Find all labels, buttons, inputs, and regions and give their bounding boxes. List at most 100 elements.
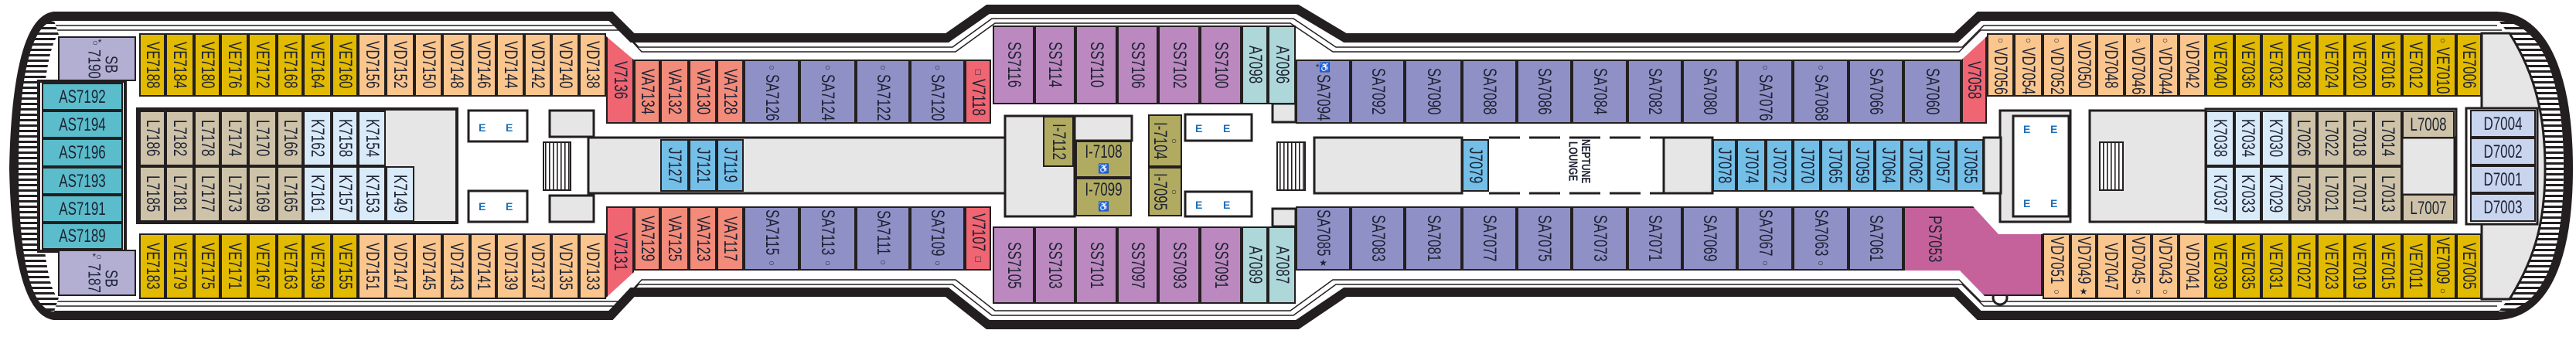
cabin-ve7011[interactable]: VE7011 (2402, 233, 2429, 299)
cabin-vd7141[interactable]: VD7141 (470, 233, 496, 299)
cabin-ve7171[interactable]: VE7171 (220, 233, 248, 299)
cabin-ve7183[interactable]: VE7183 (139, 233, 165, 299)
cabin-sa7088[interactable]: SA7088 (1462, 60, 1517, 124)
cabin-ve7040[interactable]: VE7040 (2206, 33, 2234, 97)
cabin-ss7103[interactable]: SS7103 (1034, 226, 1075, 304)
cabin-l7185[interactable]: L7185 (139, 166, 165, 222)
cabin-k7038[interactable]: K7038 (2206, 111, 2234, 166)
cabin-va7132[interactable]: VA7132 (660, 60, 689, 124)
cabin-j7055[interactable]: J7055 (1956, 139, 1984, 192)
cabin-va7125[interactable]: VA7125 (660, 206, 689, 271)
cabin-sa7061[interactable]: SA7061 (1849, 206, 1903, 271)
cabin-l7014[interactable]: L7014 (2373, 111, 2402, 166)
cabin-l7186[interactable]: L7186 (139, 111, 165, 166)
cabin-ss7116[interactable]: SS7116 (993, 26, 1034, 104)
cabin-ss7101[interactable]: SS7101 (1075, 226, 1117, 304)
cabin-ve7005[interactable]: VE7005 (2456, 233, 2482, 299)
cabin-sa7111[interactable]: SA7111○ (856, 206, 910, 271)
cabin-j7072[interactable]: J7072 (1766, 139, 1793, 192)
cabin-vd7152[interactable]: VD7152 (386, 33, 414, 97)
cabin-i7112[interactable]: I-7112 (1043, 116, 1074, 167)
cabin-ve7010[interactable]: VE7010○ (2429, 33, 2456, 97)
cabin-ve7039[interactable]: VE7039 (2206, 233, 2234, 299)
cabin-vd7051[interactable]: VD7051○ (2043, 233, 2070, 299)
cabin-l7018[interactable]: L7018 (2345, 111, 2373, 166)
cabin-l7008[interactable]: L7008 (2402, 111, 2455, 138)
cabin-v7118[interactable]: V7118□ (965, 60, 991, 124)
cabin-vd7138[interactable]: VD7138 (579, 33, 606, 97)
cabin-vd7047[interactable]: VD7047 (2097, 233, 2125, 299)
cabin-vd7135[interactable]: VD7135 (551, 233, 579, 299)
cabin-ss7097[interactable]: SS7097 (1117, 226, 1158, 304)
cabin-d7001[interactable]: D7001 (2470, 165, 2536, 193)
cabin-sa7063[interactable]: SA7063○ (1793, 206, 1849, 271)
cabin-sa7122[interactable]: SA7122○ (856, 60, 910, 124)
cabin-v7131[interactable]: V7131 (606, 206, 634, 298)
cabin-sa7083[interactable]: SA7083 (1351, 206, 1405, 271)
cabin-vd7056[interactable]: VD7056○ (1987, 33, 2014, 97)
cabin-vd7042[interactable]: VD7042 (2179, 33, 2206, 97)
cabin-sa7060[interactable]: SA7060 (1903, 60, 1961, 124)
cabin-sa7082[interactable]: SA7082 (1627, 60, 1682, 124)
cabin-sa7071[interactable]: SA7071 (1627, 206, 1682, 271)
cabin-k7162[interactable]: K7162 (303, 111, 332, 166)
cabin-ve7028[interactable]: VE7028 (2290, 33, 2317, 97)
cabin-j7119[interactable]: J7119 (717, 139, 744, 192)
cabin-as7194[interactable]: AS7194 (42, 111, 123, 138)
cabin-ve7024[interactable]: VE7024 (2317, 33, 2345, 97)
cabin-a7096[interactable]: A7096 (1268, 26, 1296, 104)
cabin-ve7180[interactable]: VE7180 (194, 33, 220, 97)
cabin-vd7046[interactable]: VD7046○ (2125, 33, 2152, 97)
cabin-vd7048[interactable]: VD7048 (2097, 33, 2125, 97)
cabin-ss7114[interactable]: SS7114 (1034, 26, 1075, 104)
cabin-l7177[interactable]: L7177 (194, 166, 220, 222)
cabin-l7182[interactable]: L7182 (165, 111, 194, 166)
cabin-va7117[interactable]: VA7117 (717, 206, 744, 271)
cabin-ve7016[interactable]: VE7016 (2373, 33, 2402, 97)
cabin-ve7035[interactable]: VE7035 (2234, 233, 2261, 299)
cabin-va7134[interactable]: VA7134 (634, 60, 660, 124)
cabin-vd7145[interactable]: VD7145 (414, 233, 442, 299)
cabin-j7079[interactable]: J7079 (1462, 139, 1489, 192)
cabin-sb7190[interactable]: SB 7190○* (58, 36, 136, 81)
cabin-ve7179[interactable]: VE7179 (165, 233, 194, 299)
cabin-sa7090[interactable]: SA7090 (1405, 60, 1462, 124)
cabin-j7059[interactable]: J7059 (1849, 139, 1875, 192)
cabin-vd7045[interactable]: VD7045○ (2125, 233, 2152, 299)
cabin-k7034[interactable]: K7034 (2234, 111, 2261, 166)
cabin-ss7102[interactable]: SS7102 (1158, 26, 1200, 104)
cabin-j7062[interactable]: J7062 (1902, 139, 1929, 192)
cabin-k7030[interactable]: K7030 (2261, 111, 2290, 166)
cabin-sa7076[interactable]: SA7076○ (1737, 60, 1793, 124)
cabin-k7037[interactable]: K7037 (2206, 166, 2234, 222)
cabin-as7189[interactable]: AS7189 (42, 223, 123, 250)
cabin-j7127[interactable]: J7127 (660, 139, 689, 192)
cabin-vd7137[interactable]: VD7137 (524, 233, 551, 299)
cabin-ss7106[interactable]: SS7106 (1117, 26, 1158, 104)
cabin-v7107[interactable]: V7107□ (965, 206, 991, 271)
cabin-as7196[interactable]: AS7196 (42, 138, 123, 167)
cabin-vd7147[interactable]: VD7147 (386, 233, 414, 299)
cabin-va7129[interactable]: VA7129 (634, 206, 660, 271)
cabin-ve7009[interactable]: VE7009○ (2429, 233, 2456, 299)
cabin-ve7184[interactable]: VE7184 (165, 33, 194, 97)
cabin-d7002[interactable]: D7002 (2470, 138, 2536, 165)
cabin-ve7164[interactable]: VE7164 (303, 33, 332, 97)
cabin-as7191[interactable]: AS7191 (42, 195, 123, 223)
cabin-l7178[interactable]: L7178 (194, 111, 220, 166)
cabin-l7025[interactable]: L7025 (2290, 166, 2317, 222)
cabin-sa7077[interactable]: SA7077 (1462, 206, 1517, 271)
cabin-vd7139[interactable]: VD7139 (496, 233, 524, 299)
cabin-l7021[interactable]: L7021 (2317, 166, 2345, 222)
cabin-sa7073[interactable]: SA7073 (1572, 206, 1627, 271)
cabin-ve7031[interactable]: VE7031 (2261, 233, 2290, 299)
cabin-v7136[interactable]: V7136 (606, 36, 634, 124)
cabin-sa7094[interactable]: SA7094*♿ (1296, 60, 1351, 124)
cabin-ve7032[interactable]: VE7032 (2261, 33, 2290, 97)
cabin-a7087[interactable]: A7087 (1268, 226, 1296, 304)
cabin-sa7113[interactable]: SA7113○ (799, 206, 856, 271)
cabin-j7074[interactable]: J7074 (1736, 139, 1766, 192)
cabin-sa7092[interactable]: SA7092 (1351, 60, 1405, 124)
cabin-ve7006[interactable]: VE7006 (2456, 33, 2482, 97)
cabin-ss7100[interactable]: SS7100 (1200, 26, 1242, 104)
